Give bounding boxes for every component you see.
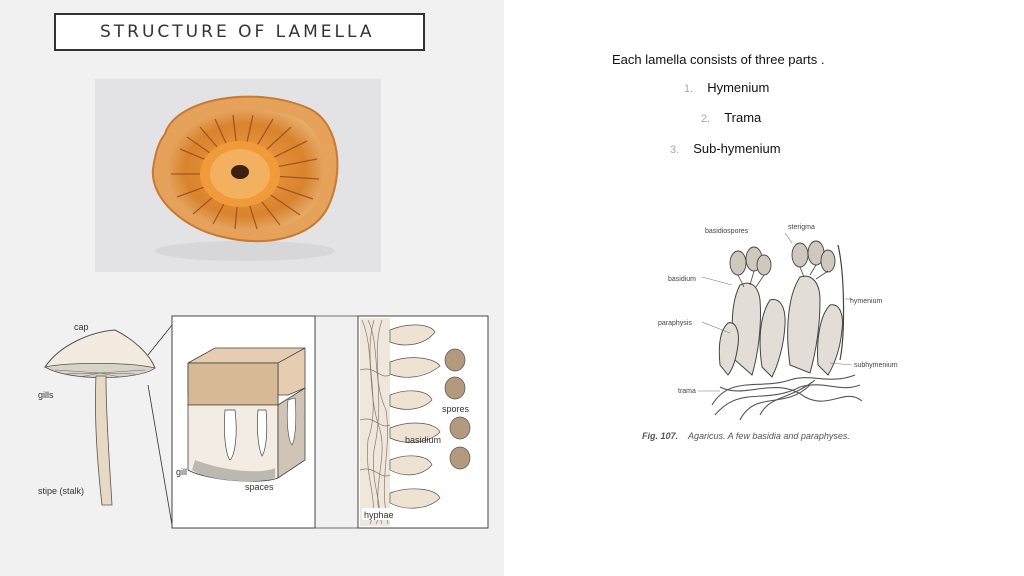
- basidium-sketch: basidiospores sterigma basidium hymenium…: [640, 215, 930, 450]
- slide-title-box: STRUCTURE OF LAMELLA: [54, 13, 425, 51]
- label-gills: gills: [38, 390, 54, 400]
- list-label: Trama: [724, 110, 762, 125]
- label-cap: cap: [74, 322, 89, 332]
- gill-structure-diagram: cap gills stipe (stalk) gill spaces: [30, 310, 500, 535]
- sketch-label-sterigma: sterigma: [788, 224, 815, 231]
- slide-title: STRUCTURE OF LAMELLA: [100, 22, 375, 42]
- figure-caption: Agaricus. A few basidia and paraphyses.: [687, 431, 850, 441]
- label-spaces: spaces: [245, 482, 274, 492]
- list-number: 3.: [670, 144, 680, 156]
- sketch-label-basidium: basidium: [668, 276, 696, 283]
- label-spores: spores: [442, 404, 470, 414]
- label-hyphae: hyphae: [364, 510, 394, 520]
- sketch-label-paraphysis: paraphysis: [658, 320, 692, 327]
- sketch-label-hymenium: hymenium: [850, 298, 882, 305]
- intro-text: Each lamella consists of three parts .: [612, 52, 825, 67]
- list-item-trama: 2. Trama: [701, 110, 761, 125]
- figure-number: Fig. 107.: [642, 431, 678, 441]
- sketch-label-basidiospores: basidiospores: [705, 228, 749, 235]
- list-label: Sub-hymenium: [693, 141, 781, 156]
- mushroom-photo: [95, 79, 381, 272]
- label-basidium: basidium: [405, 435, 441, 445]
- list-item-hymenium: 1. Hymenium: [684, 80, 769, 95]
- list-label: Hymenium: [707, 80, 770, 95]
- label-gill: gill: [176, 467, 187, 477]
- sketch-label-trama: trama: [678, 388, 696, 395]
- list-number: 1.: [684, 83, 694, 95]
- list-number: 2.: [701, 113, 711, 125]
- sketch-label-subhymenium: subhymenium: [854, 362, 898, 369]
- left-panel: STRUCTURE OF LAMELLA: [0, 0, 504, 576]
- label-stipe: stipe (stalk): [38, 486, 84, 496]
- list-item-sub-hymenium: 3. Sub-hymenium: [670, 141, 781, 156]
